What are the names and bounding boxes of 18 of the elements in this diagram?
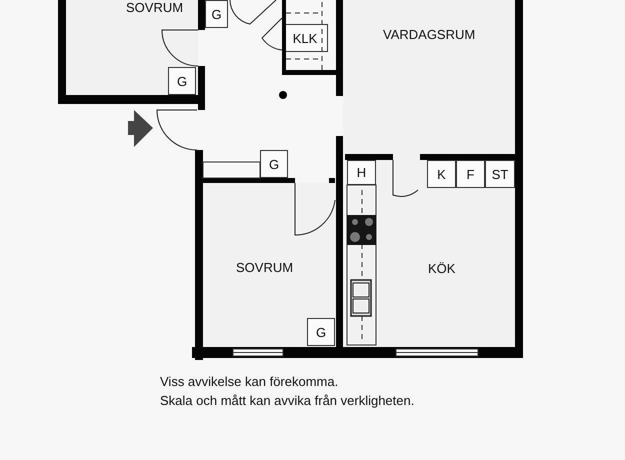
- closet-unit: G: [307, 318, 335, 346]
- room-name: VARDAGSRUM: [383, 27, 476, 42]
- room-name: KÖK: [428, 261, 456, 276]
- room-name: SOVRUM: [126, 0, 184, 15]
- disclaimer-note: Viss avvikelse kan förekomma.: [160, 374, 338, 389]
- closet-unit: G: [260, 150, 288, 178]
- appliance-unit: K: [427, 160, 456, 188]
- closet-unit: G: [168, 67, 196, 95]
- room-floor: [343, 0, 515, 155]
- disclaimer-note: Skala och mått kan avvika från verkligheten.: [160, 393, 414, 408]
- room-floor: [66, 0, 198, 95]
- appliance-unit: F: [456, 160, 485, 188]
- appliance-unit: ST: [485, 160, 515, 188]
- closet-unit: G: [205, 0, 228, 28]
- appliance-unit: H: [347, 160, 376, 185]
- room-floor: [203, 183, 336, 347]
- room-floor: [345, 155, 515, 347]
- room-name: SOVRUM: [236, 260, 294, 275]
